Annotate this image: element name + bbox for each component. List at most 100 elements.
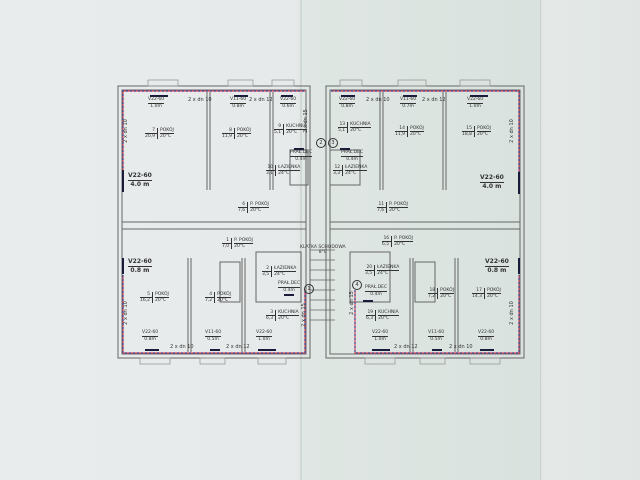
pipe-label: 2 x dn 10 xyxy=(449,344,473,350)
radiator-type: V22-60 xyxy=(478,330,495,337)
radiator-type: V11-60 xyxy=(428,330,445,337)
room-area: 11,9 xyxy=(395,132,409,137)
room-area: 16,2 xyxy=(140,298,154,303)
room-area: 7,6 xyxy=(377,208,388,213)
room-number: 19 xyxy=(366,310,377,316)
room-temp: 20°C xyxy=(217,298,229,303)
radiator-length: 0.8m xyxy=(144,337,156,342)
room-area: 7,2 xyxy=(428,294,439,299)
room-temp: 20°C xyxy=(378,316,390,321)
radiator-marks xyxy=(122,95,520,351)
room-name: ŁAZIENKA xyxy=(345,165,368,171)
pipe-label: 2 x dn 15 xyxy=(348,291,355,315)
room-number: 2 xyxy=(262,266,273,272)
room-name: POKÓJ xyxy=(487,288,501,294)
radiator-length: 0.6m xyxy=(282,104,294,109)
pipe-label: 2 x dn 12 xyxy=(422,97,446,103)
radiator-type: PRAŁ.DEC xyxy=(365,285,388,292)
pipe-label: 2 x dn 10 xyxy=(122,301,129,325)
pipe-label: 2 x dn 10 xyxy=(188,97,212,103)
room-area: 11,9 xyxy=(222,134,236,139)
room-name: POKÓJ xyxy=(155,292,169,298)
pipe-label: 2 x dn 10 xyxy=(508,119,515,143)
pipe-label: 2 x dn 10 xyxy=(366,97,390,103)
room-temp: 20°C xyxy=(487,294,499,299)
room-temp: 20°C xyxy=(237,134,249,139)
radiator-length: 0.8 m xyxy=(487,267,507,274)
stairs-temp: 8°C xyxy=(318,250,327,255)
room-temp: 20°C xyxy=(160,134,172,139)
room-name: ŁAZIENKA xyxy=(377,265,400,271)
room-temp: 20°C xyxy=(410,132,422,137)
room-number: 13 xyxy=(338,122,349,128)
room-area: 14,3 xyxy=(472,294,486,299)
radiator-type: V22-60 xyxy=(339,97,356,104)
room-name: POKÓJ xyxy=(410,126,424,132)
room-area: 20,9 xyxy=(145,134,159,139)
room-number: 1 xyxy=(222,238,233,244)
room-number: 8 xyxy=(222,128,236,134)
pipe-label: 2 x dn 12 xyxy=(249,97,273,103)
room-number: 20 xyxy=(365,265,376,271)
room-area: 7,2 xyxy=(205,298,216,303)
room-name: P. POKÓJ xyxy=(250,202,269,208)
room-number: 9 xyxy=(274,124,285,130)
room-temp: 20°C xyxy=(389,208,401,213)
radiator-type: V11-60 xyxy=(205,330,222,337)
room-temp: 20°C xyxy=(477,132,489,137)
radiator-type: V22-60 xyxy=(280,97,297,104)
pipe-label: 2 x dn 10 xyxy=(170,344,194,350)
room-name: ŁAZIENKA xyxy=(278,165,301,171)
radiator-length: 0.8m xyxy=(341,104,353,109)
room-temp: 20°C xyxy=(278,316,290,321)
heating-pipes xyxy=(122,90,520,354)
radiator-type: PRAŁ.DEC xyxy=(290,150,313,157)
radiator-length: 0.4m xyxy=(295,157,307,162)
radiator-length: 1.0m xyxy=(150,104,162,109)
radiator-length: 0.5m xyxy=(207,337,219,342)
radiator-type: V22-60 xyxy=(148,97,165,104)
room-name: POKÓJ xyxy=(237,128,251,134)
radiator-type: PRAŁ.DEC xyxy=(278,281,301,288)
radiator-length: 1.0m xyxy=(374,337,386,342)
circuit-number-marker: 1 xyxy=(304,284,314,294)
radiator-length: 0.7m xyxy=(402,104,414,109)
room-area: 5,1 xyxy=(338,128,349,133)
room-area: 6,3 xyxy=(366,316,377,321)
room-number: 12 xyxy=(333,165,344,171)
room-name: KUCHNIA xyxy=(286,124,307,130)
radiator-length: 0.4m xyxy=(283,288,295,293)
room-temp: 20°C xyxy=(350,128,362,133)
radiator-length: 1.0m xyxy=(258,337,270,342)
radiator-type: PRAŁ.DEC xyxy=(341,150,364,157)
stairs-label: KLATKA SCHODOWA 8°C xyxy=(300,245,346,255)
room-name: KUCHNIA xyxy=(278,310,299,316)
room-number: 17 xyxy=(472,288,486,294)
room-number: 18 xyxy=(428,288,439,294)
paper-fold xyxy=(300,0,302,480)
room-name: P. POKÓJ xyxy=(394,236,413,242)
radiator-type: V22-60 xyxy=(256,330,273,337)
room-number: 16 xyxy=(382,236,393,242)
room-area: 6,5 xyxy=(382,242,393,247)
room-number: 11 xyxy=(377,202,388,208)
